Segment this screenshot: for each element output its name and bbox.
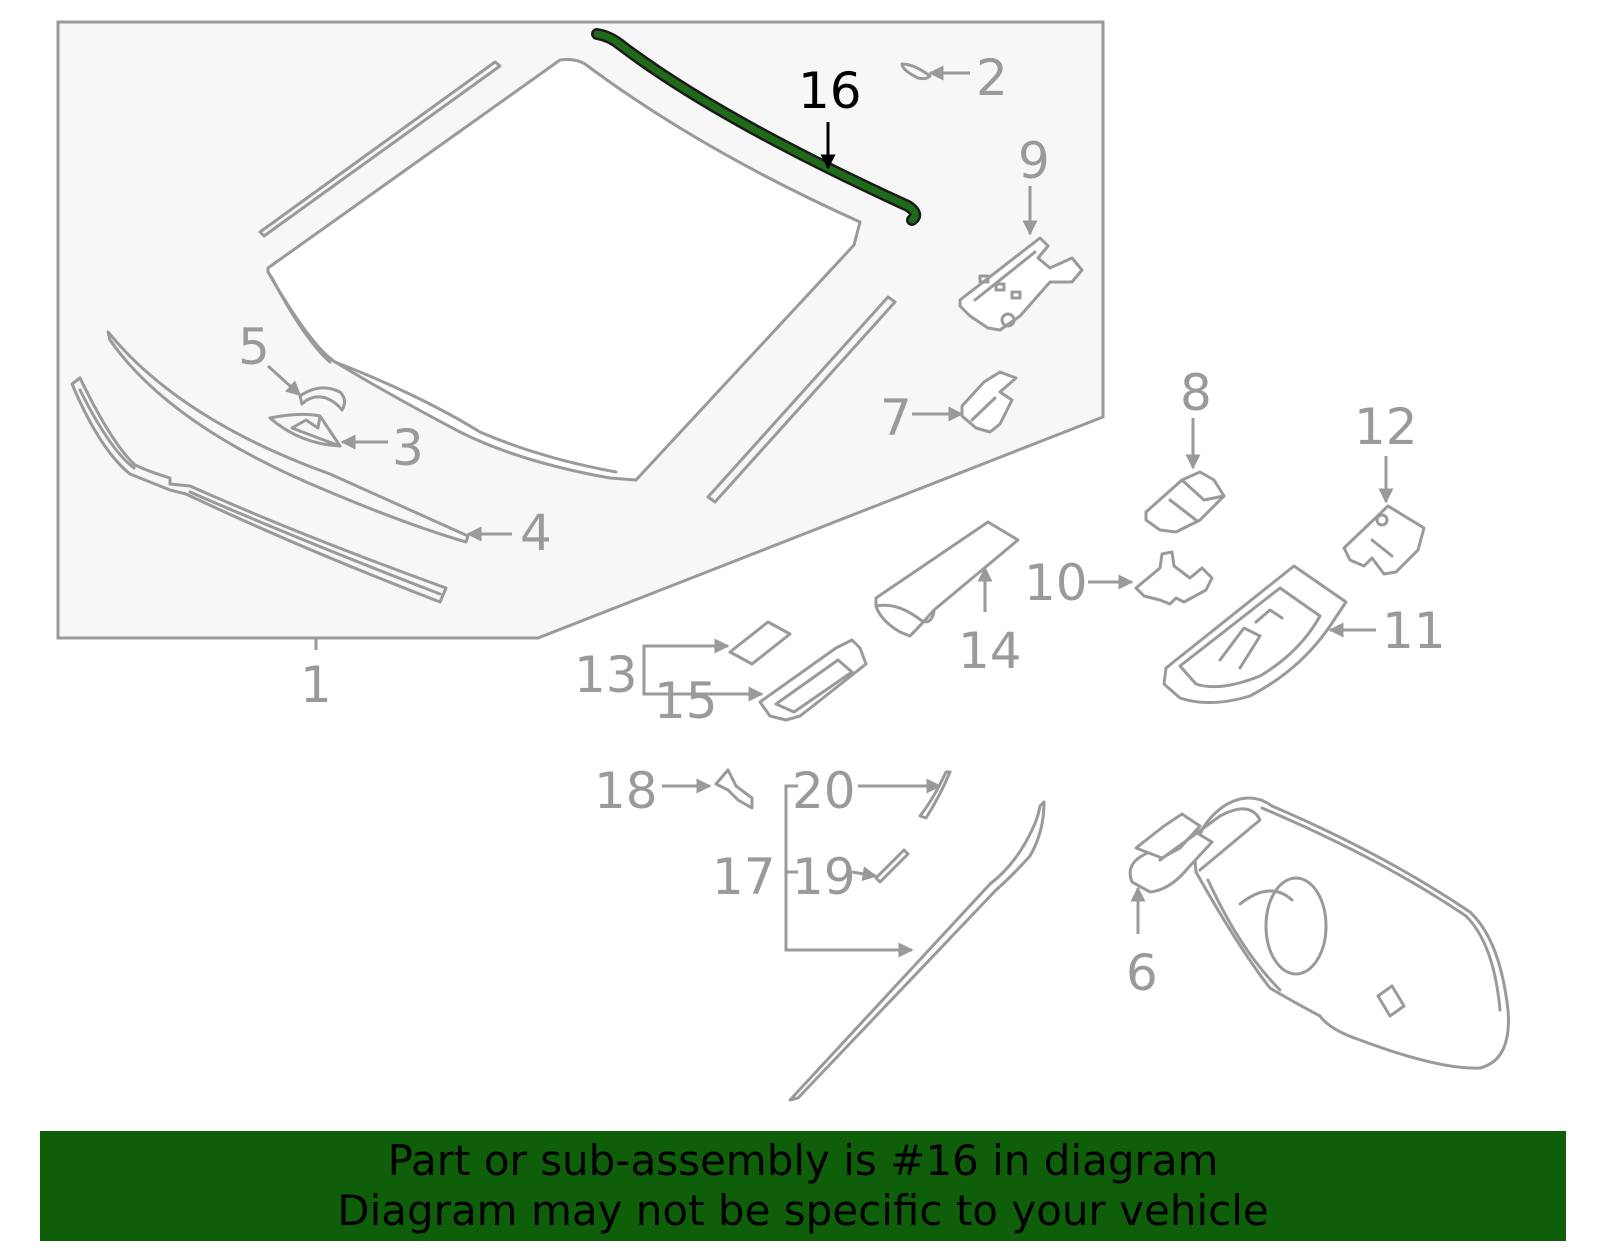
label-19: 19 [792, 848, 856, 906]
label-16: 16 [798, 62, 862, 120]
bracket-part-12 [1342, 504, 1426, 576]
label-8: 8 [1180, 364, 1212, 422]
label-18: 18 [594, 762, 658, 820]
upper-left-moulding [258, 60, 502, 238]
label-15: 15 [654, 672, 718, 730]
clip-part-5 [298, 386, 347, 412]
label-5: 5 [238, 318, 270, 376]
strip-part-20 [918, 770, 952, 820]
leader-lines [266, 65, 1394, 958]
label-9: 9 [1018, 132, 1050, 190]
label-20: 20 [792, 762, 856, 820]
label-4: 4 [520, 504, 552, 562]
banner-line-2: Diagram may not be specific to your vehi… [337, 1186, 1269, 1235]
label-1: 1 [300, 656, 332, 714]
label-11: 11 [1382, 602, 1446, 660]
cover-part-8 [1144, 470, 1226, 534]
right-pillar-moulding [706, 295, 897, 504]
label-10: 10 [1024, 554, 1088, 612]
label-12: 12 [1354, 398, 1418, 456]
label-14: 14 [958, 622, 1022, 680]
mirror-part-6 [1128, 796, 1510, 1070]
clip-part-2 [900, 62, 932, 81]
part-labels: 1 2 3 4 5 6 7 8 9 10 11 12 13 14 15 16 1… [238, 49, 1446, 1002]
bracket-part-10 [1134, 550, 1214, 606]
info-banner: Part or sub-assembly is #16 in diagram D… [40, 1131, 1566, 1241]
pad-part-13 [728, 620, 792, 666]
bracket-part-9 [958, 236, 1084, 332]
lower-cowl-strip [70, 376, 448, 604]
strip-part-17 [788, 800, 1046, 1102]
label-3: 3 [392, 419, 424, 477]
sensor-cover-part-7 [960, 370, 1018, 434]
banner-line-1: Part or sub-assembly is #16 in diagram [387, 1136, 1219, 1185]
cover-part-14 [874, 520, 1020, 638]
clip-part-18 [714, 768, 754, 810]
camera-part-15 [758, 638, 868, 722]
label-2: 2 [976, 49, 1008, 107]
label-6: 6 [1126, 944, 1158, 1002]
label-13: 13 [574, 646, 638, 704]
windshield-glass [266, 58, 862, 482]
label-7: 7 [880, 389, 912, 447]
highlighted-strip-part-16 [591, 28, 922, 226]
console-part-11 [1162, 564, 1348, 705]
bracket-part-3 [268, 412, 342, 448]
label-17: 17 [712, 848, 776, 906]
cowl-strip-part-4 [106, 330, 470, 544]
strip-part-19 [874, 848, 910, 884]
